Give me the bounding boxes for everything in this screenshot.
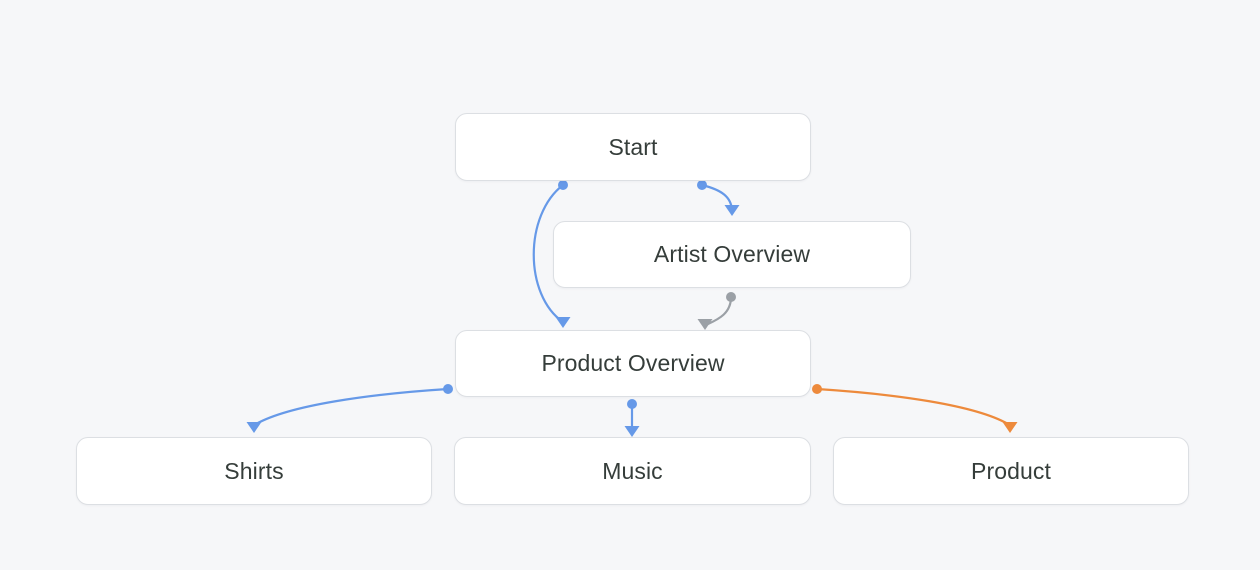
edge-path <box>815 387 1010 426</box>
edge-source-handle[interactable] <box>726 292 736 302</box>
edge-arrowhead <box>246 422 262 433</box>
edge-source-handle[interactable] <box>697 180 707 190</box>
edge-arrowhead <box>1002 422 1018 433</box>
edge-arrowhead <box>697 319 713 330</box>
node-label: Start <box>608 133 658 160</box>
edge-arrowhead <box>555 317 571 328</box>
edge-arrowhead <box>624 426 640 437</box>
edge-path <box>700 183 734 212</box>
node-start[interactable]: Start <box>455 113 811 181</box>
edge-artist-overview-to-product-overview[interactable] <box>697 292 737 330</box>
edge-source-handle[interactable] <box>443 384 453 394</box>
edge-path <box>706 295 733 326</box>
edge-arrowhead <box>724 205 740 216</box>
edge-product-overview-to-product[interactable] <box>812 384 1018 433</box>
node-label: Product Overview <box>541 350 725 376</box>
edge-source-handle[interactable] <box>812 384 822 394</box>
edge-product-overview-to-music[interactable] <box>624 399 640 437</box>
node-music[interactable]: Music <box>454 437 811 505</box>
node-artist-overview[interactable]: Artist Overview <box>553 221 911 288</box>
edge-source-handle[interactable] <box>627 399 637 409</box>
edge-source-handle[interactable] <box>558 180 568 190</box>
node-label: Product <box>971 457 1051 484</box>
node-label: Shirts <box>224 457 284 484</box>
node-product[interactable]: Product <box>833 437 1189 505</box>
node-label: Artist Overview <box>653 241 811 267</box>
edge-start-to-artist-overview[interactable] <box>697 180 740 216</box>
edge-product-overview-to-shirts[interactable] <box>246 384 454 433</box>
edge-path <box>254 387 450 426</box>
node-label: Music <box>602 457 663 484</box>
node-product-overview[interactable]: Product Overview <box>455 330 811 397</box>
node-shirts[interactable]: Shirts <box>76 437 432 505</box>
